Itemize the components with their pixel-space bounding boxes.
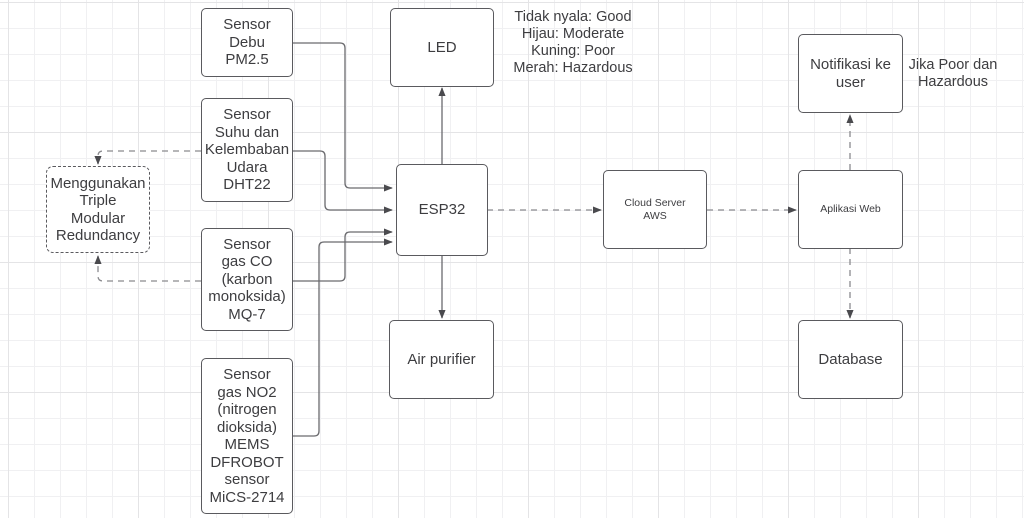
- edge-co-esp32: [293, 228, 393, 282]
- led-node[interactable]: LED: [390, 8, 494, 87]
- database-node[interactable]: Database: [798, 320, 903, 399]
- sensor-pm25-node[interactable]: Sensor Debu PM2.5: [201, 8, 293, 77]
- edge-co-tmr: [94, 255, 201, 282]
- notification-condition-note: Jika Poor dan Hazardous: [908, 57, 998, 90]
- air-purifier-node[interactable]: Air purifier: [389, 320, 494, 399]
- edge-no2-esp32: [293, 238, 393, 437]
- sensor-no2-node[interactable]: Sensor gas NO2 (nitrogen dioksida) MEMS …: [201, 358, 293, 514]
- tmr-node[interactable]: Menggunakan Triple Modular Redundancy: [46, 166, 150, 253]
- web-app-node[interactable]: Aplikasi Web: [798, 170, 903, 249]
- edge-dht22-tmr: [94, 150, 201, 165]
- notification-node[interactable]: Notifikasi ke user: [798, 34, 903, 113]
- sensor-dht22-node[interactable]: Sensor Suhu dan Kelembaban Udara DHT22: [201, 98, 293, 202]
- esp32-node[interactable]: ESP32: [396, 164, 488, 256]
- led-legend-note: Tidak nyala: Good Hijau: Moderate Kuning…: [513, 9, 633, 76]
- edge-pm25-esp32: [293, 42, 393, 192]
- edge-dht22-esp32: [293, 150, 393, 214]
- sensor-co-node[interactable]: Sensor gas CO (karbon monoksida) MQ-7: [201, 228, 293, 331]
- cloud-server-node[interactable]: Cloud Server AWS: [603, 170, 707, 249]
